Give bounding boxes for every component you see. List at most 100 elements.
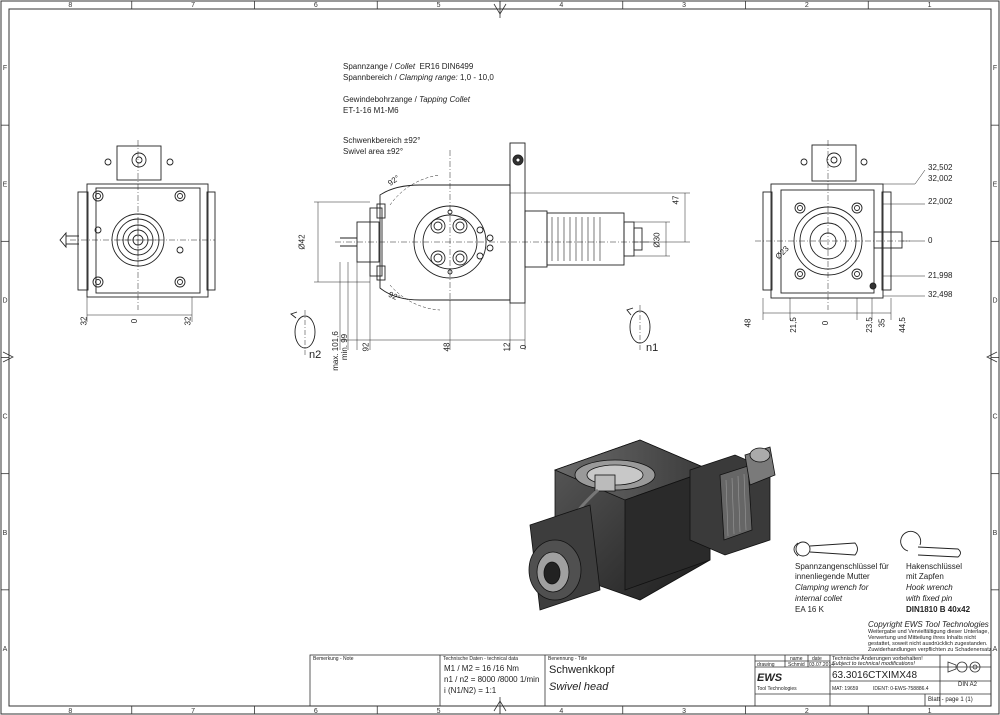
tb-torque: M1 / M2 = 16 /16 Nm: [444, 664, 519, 673]
rear-dim-0: 0: [928, 236, 933, 245]
rear-dim-35: 35: [877, 318, 887, 328]
copyright-line2: Weitergabe und Vervielfältigung dieser U…: [868, 629, 989, 635]
frame-col-label-top: 1: [928, 2, 932, 9]
frame-row-label-left: F: [3, 65, 7, 72]
frame-row-label-right: A: [993, 646, 998, 653]
wrench1-code: EA 16 K: [795, 605, 824, 614]
rear-dim-21998: 21,998: [928, 271, 953, 280]
frame-col-label-top: 8: [68, 2, 72, 9]
rear-dim-32002: 32,002: [928, 174, 953, 183]
tb-ident: IDENT: 0-EWS-758886.4: [873, 686, 929, 692]
wrench1-line2: innenliegende Mutter: [795, 572, 870, 581]
tb-drawing-label: drawing: [757, 662, 775, 668]
frame-row-label-left: D: [2, 297, 7, 304]
frame-row-label-right: C: [992, 414, 997, 421]
frame-col-label-top: 5: [437, 2, 441, 9]
rear-dim-0b: 0: [821, 320, 831, 326]
frame-row-label-left: B: [3, 530, 8, 537]
rear-dim-32502: 32,502: [928, 163, 953, 172]
frame-col-label-bottom: 4: [559, 708, 563, 715]
wrench1-line3: Clamping wrench for: [795, 583, 869, 592]
wrench1-line4: internal collet: [795, 594, 843, 603]
note-collet-en: Collet: [394, 62, 416, 71]
rear-dim-235: 23,5: [864, 317, 874, 333]
rear-view: [755, 140, 926, 320]
tb-format: DIN A2: [958, 682, 978, 688]
wrench2-code: DIN1810 B 40x42: [906, 605, 971, 614]
tb-drawer: Schmid: [788, 662, 805, 668]
tb-ratio: i (N1/N2) = 1:1: [444, 686, 497, 695]
frame-row-label-left: A: [3, 646, 8, 653]
note-collet: Spannzange / Collet ER16 DIN6499: [343, 62, 473, 72]
rear-dim-22002: 22,002: [928, 197, 953, 206]
rotation-label-n2: n2: [309, 349, 322, 361]
note-clamp: Spannbereich / Clamping range: 1,0 - 10,…: [343, 73, 494, 83]
note-tap-de: Gewindebohrzange /: [343, 95, 417, 104]
tb-col-name: name: [790, 656, 803, 662]
side-dim-48: 48: [442, 342, 452, 352]
tb-change-de: Technische Änderungen vorbehalten!: [832, 656, 923, 662]
clamping-wrench-icon: [793, 541, 858, 557]
tb-part-no: 63.3016CTXIMX48: [832, 670, 918, 681]
wrench1-line1: Spannzangenschlüssel für: [795, 562, 889, 571]
tb-name-de: Schwenkkopf: [549, 664, 615, 676]
frame-row-label-right: B: [993, 530, 998, 537]
side-dim-92: 92: [361, 342, 371, 352]
tb-change-en: Subject to technical modifications!: [832, 661, 915, 667]
front-view: [59, 140, 216, 322]
note-clamp-en: Clamping range:: [399, 73, 458, 82]
side-dia-left: Ø42: [297, 234, 307, 250]
copyright-line3: Verwertung und Mitteilung ihres Inhalts …: [868, 635, 976, 641]
rear-dim-215: 21,5: [788, 317, 798, 333]
note-collet-spec: ER16 DIN6499: [419, 62, 474, 71]
rotation-label-n1: n1: [646, 342, 659, 354]
frame-row-label-left: C: [2, 414, 7, 421]
front-dim-right: 32: [183, 316, 193, 326]
side-dim-0: 0: [519, 344, 529, 350]
wrench2-line4: with fixed pin: [906, 594, 953, 603]
tb-remark-label: Bemerkung - Note: [313, 656, 354, 662]
tb-speed: n1 / n2 = 8000 /8000 1/min: [444, 675, 540, 684]
rear-dim-48: 48: [743, 318, 753, 328]
frame-col-label-bottom: 8: [68, 708, 72, 715]
front-dim-center: 0: [130, 318, 140, 324]
tb-tech-label: Technische Daten - technical data: [443, 656, 519, 662]
copyright-line5: Zuwiderhandlungen verpflichten zu Schade…: [868, 647, 994, 653]
note-clamp-spec: 1,0 - 10,0: [460, 73, 494, 82]
front-dim-left: 32: [79, 316, 89, 326]
note-swivel-de: Schwenkbereich ±92°: [343, 136, 421, 145]
copyright-line4: gestattet, soweit nicht ausdrücklich zug…: [868, 641, 988, 647]
wrench2-line2: mit Zapfen: [906, 572, 944, 581]
rear-dim-445: 44,5: [897, 317, 907, 333]
isometric-render: [528, 439, 776, 611]
side-dim-47: 47: [671, 195, 681, 205]
note-tap: Gewindebohrzange / Tapping Collet: [343, 95, 470, 105]
tb-name-label: Benennung - Title: [548, 656, 588, 662]
tb-company-sub: Tool Technologies: [757, 686, 797, 692]
note-swivel-en: Swivel area ±92°: [343, 147, 404, 156]
wrench2-line1: Hakenschlüssel: [906, 562, 963, 571]
tb-col-date: date: [812, 656, 822, 662]
side-dim-min: min. 99: [340, 333, 350, 361]
frame-col-label-top: 7: [191, 2, 195, 9]
tb-mat-no: MAT: 19659: [832, 686, 859, 692]
tb-sheet: Blatt - page 1 (1): [928, 697, 973, 703]
copyright-line1: Copyright EWS Tool Technologies: [868, 620, 989, 629]
note-collet-de: Spannzange /: [343, 62, 393, 71]
frame-col-label-bottom: 5: [437, 708, 441, 715]
title-block-lines: [309, 654, 992, 707]
hook-wrench-icon: [900, 530, 961, 558]
frame-col-label-bottom: 6: [314, 708, 318, 715]
frame-col-label-bottom: 1: [928, 708, 932, 715]
frame-col-label-top: 3: [682, 2, 686, 9]
frame-col-label-top: 2: [805, 2, 809, 9]
frame-row-label-right: F: [993, 65, 997, 72]
frame-row-label-left: E: [3, 181, 8, 188]
tb-draw-date: 03.07.2014: [809, 662, 835, 668]
